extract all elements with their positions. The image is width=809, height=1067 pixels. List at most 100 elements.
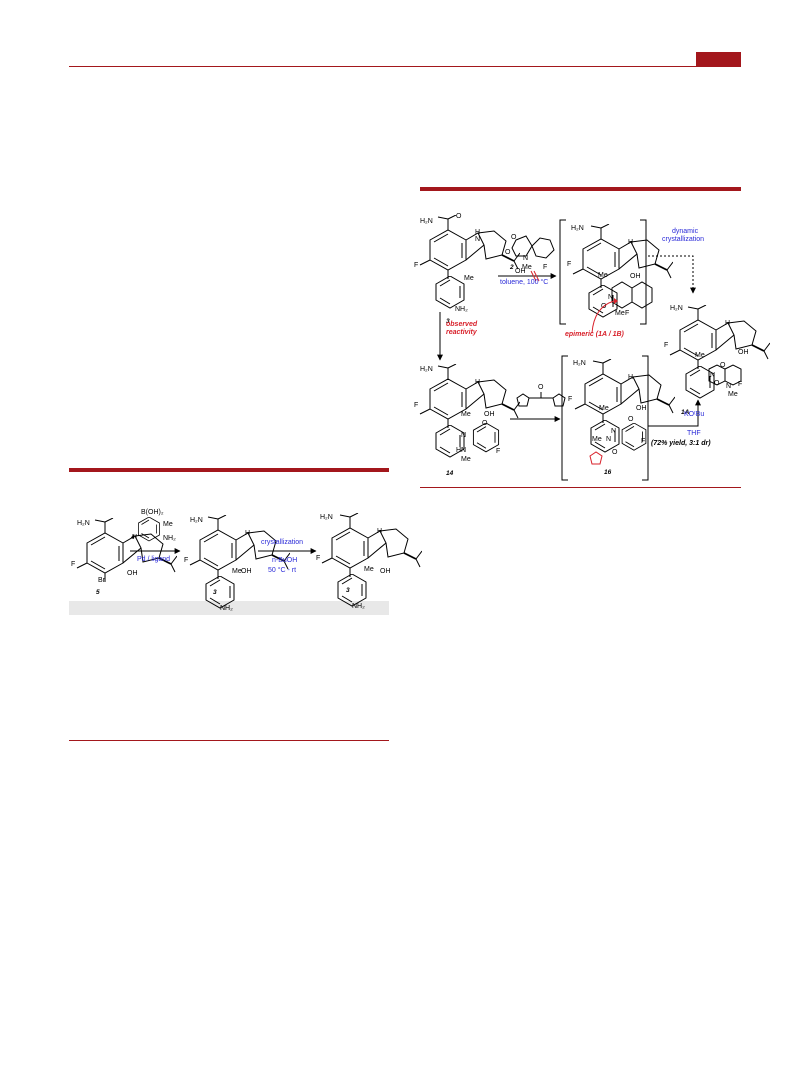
atom-f: F: [316, 555, 321, 562]
atom-h: H: [475, 229, 481, 236]
atom-h: H: [475, 379, 481, 386]
atom-o: O: [612, 449, 618, 456]
structure-imidazole-red: [588, 450, 604, 466]
atom-oh: OH: [380, 568, 391, 575]
atom-nh2: NH₂: [220, 605, 233, 612]
atom-n: N: [611, 428, 617, 435]
boronic-label: B(OH)₂: [141, 509, 164, 516]
atom-h2n: H₂N: [571, 225, 584, 232]
atom-f: F: [738, 381, 743, 388]
atom-me: Me: [461, 456, 471, 463]
scheme-bottom-end-rule: [69, 740, 389, 741]
structure-cdi: [515, 390, 569, 410]
atom-me: Me: [728, 391, 738, 398]
condition-toluene: toluene, 100 °C: [500, 279, 549, 286]
atom-o: O: [505, 249, 511, 256]
dynamic-crystallization-line1: dynamic: [672, 228, 699, 235]
atom-hn: HN: [456, 447, 467, 454]
atom-f: F: [625, 310, 630, 317]
atom-f: F: [414, 262, 419, 269]
condition-pd: Pd / ligand: [137, 556, 171, 563]
reaction-arrow-cdi: [510, 416, 561, 422]
atom-h: H: [628, 374, 634, 381]
scheme-bottom-rule: [69, 468, 389, 472]
atom-me: Me: [615, 310, 625, 317]
bracket-epimeric: [560, 220, 646, 326]
observed-line2: reactivity: [446, 329, 477, 336]
atom-me: Me: [599, 405, 609, 412]
compound-label-5: 5: [96, 589, 100, 596]
atom-h: H: [132, 534, 138, 541]
atom-oh: OH: [630, 273, 641, 280]
header-rule: [69, 66, 741, 67]
atom-me: Me: [592, 436, 602, 443]
condition-crystallization: crystallization: [261, 539, 304, 546]
reaction-arrow-cryst: [258, 548, 317, 554]
compound-label-3: 3: [446, 318, 450, 325]
atom-f: F: [184, 557, 189, 564]
reaction-arrow-blocked: [498, 270, 557, 282]
atom-h2n: H₂N: [420, 366, 433, 373]
atom-h2n: H₂N: [420, 218, 433, 225]
compound-label-14: 14: [446, 470, 454, 477]
compound-label-2: 2: [510, 264, 514, 271]
atom-f: F: [71, 561, 76, 568]
atom-oh: OH: [636, 405, 647, 412]
atom-me: Me: [461, 411, 471, 418]
atom-me: Me: [464, 275, 474, 282]
atom-f: F: [414, 402, 419, 409]
atom-n: N: [608, 294, 614, 301]
atom-o: O: [538, 384, 544, 391]
atom-o: O: [628, 416, 634, 423]
atom-n: N: [523, 255, 529, 262]
atom-h2n: H₂N: [670, 305, 683, 312]
atom-h: H: [628, 239, 634, 246]
atom-h2n: H₂N: [77, 520, 90, 527]
atom-n: N: [461, 432, 467, 439]
atom-me: Me: [163, 521, 173, 528]
atom-oh: OH: [515, 268, 526, 275]
condition-temp: 50 °C - rt: [268, 567, 297, 574]
atom-nh2: NH₂: [163, 535, 176, 542]
compound-label-16: 16: [604, 469, 612, 476]
atom-nh2: NH₂: [352, 603, 365, 610]
atom-f: F: [664, 342, 669, 349]
reaction-arrow-up: [648, 399, 701, 428]
atom-me: Me: [598, 272, 608, 279]
atom-o: O: [482, 420, 488, 427]
atom-f: F: [567, 261, 572, 268]
reagent-2-me: Me: [522, 264, 532, 271]
atom-n: N: [475, 236, 481, 243]
atom-me: Me: [232, 568, 242, 575]
atom-f: F: [641, 438, 646, 445]
compound-label-3a: 3: [213, 589, 217, 596]
atom-o: O: [511, 234, 517, 241]
atom-me: Me: [695, 352, 705, 359]
condition-yield: (72% yield, 3:1 dr): [651, 440, 711, 447]
condition-base: KOᵗBu: [684, 411, 705, 418]
atom-h: H: [377, 528, 383, 535]
atom-o: O: [720, 362, 726, 369]
observed-reactivity-arrow: [437, 312, 443, 361]
epimeric-label: epimeric (1A / 1B): [565, 331, 624, 338]
atom-oh: OH: [241, 568, 252, 575]
scheme-top-rule: [420, 187, 741, 191]
atom-oh: OH: [738, 349, 749, 356]
atom-h2n: H₂N: [573, 360, 586, 367]
atom-n: N: [726, 383, 732, 390]
header-tab: [696, 52, 741, 66]
reaction-arrow-pd: [130, 548, 181, 554]
atom-o: O: [714, 380, 720, 387]
atom-h2n: H₂N: [190, 517, 203, 524]
atom-oh: OH: [484, 411, 495, 418]
compound-label-3b: 3: [346, 587, 350, 594]
structure-reagent-2: [510, 234, 560, 270]
atom-n: N: [710, 372, 716, 379]
atom-nh2: NH₂: [455, 306, 468, 313]
atom-h2n: H₂N: [320, 514, 333, 521]
structure-boronic-acid-4: [134, 517, 164, 547]
atom-f: F: [496, 448, 501, 455]
condition-thf: THF: [687, 430, 701, 437]
atom-oh: OH: [127, 570, 138, 577]
atom-h: H: [245, 530, 251, 537]
